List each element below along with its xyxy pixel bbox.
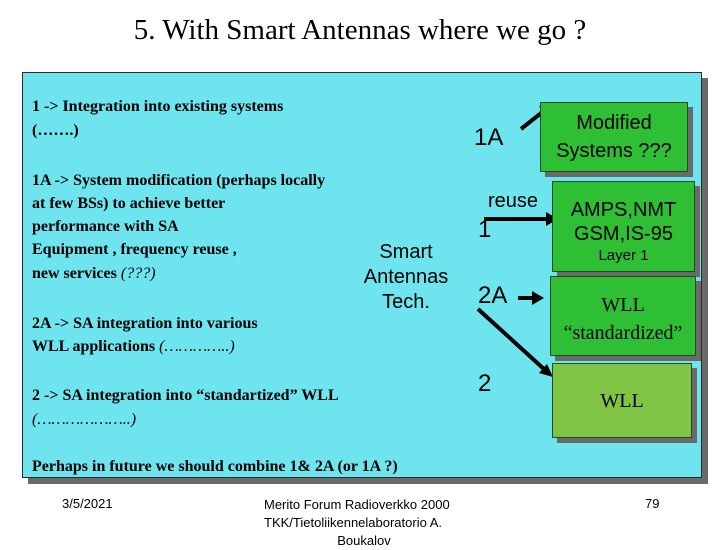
smart-line2: Antennas	[363, 266, 449, 288]
item1a-line3: performance with SA	[32, 218, 179, 235]
page-number: 79	[645, 496, 660, 511]
item2a-line2-text: WLL applications	[32, 338, 160, 355]
modified-line1: Modified	[576, 112, 652, 134]
wll-box: WLL	[552, 363, 692, 438]
smart-line3: Tech.	[382, 291, 430, 313]
item2a-line2-italic: (…………..)	[159, 338, 235, 355]
item2-line1: 2 -> SA integration into “standartized” …	[32, 387, 339, 404]
bottom-note: Perhaps in future we should combine 1& 2…	[32, 458, 398, 475]
modified-line2: Systems ???	[556, 140, 672, 162]
wll-std-line1: WLL	[601, 294, 645, 316]
footer-line3: Boukalov	[337, 533, 391, 548]
existing-line2: GSM,IS-95	[574, 223, 673, 245]
label-2a: 2A	[478, 282, 508, 309]
item1a-line5: new services (???)	[32, 262, 156, 286]
smart-antennas-label: Smart Antennas Tech.	[354, 240, 458, 315]
modified-systems-box: Modified Systems ???	[540, 102, 688, 172]
item1a-line1: 1A -> System modification (perhaps local…	[32, 172, 326, 189]
existing-line1: AMPS,NMT	[570, 199, 677, 221]
arrow-2a-head	[532, 291, 544, 305]
item1a-line5-text: new services	[32, 265, 121, 282]
footer-date: 3/5/2021	[62, 496, 113, 511]
arrow-2-head	[539, 364, 553, 377]
wll-label: WLL	[600, 390, 644, 412]
smart-line1: Smart	[379, 241, 433, 263]
item2a-line1: 2A -> SA integration into various	[32, 315, 258, 332]
item1-line2: (…….)	[32, 122, 79, 139]
existing-systems-box: AMPS,NMT GSM,IS-95 Layer 1	[552, 181, 695, 272]
label-reuse: reuse	[488, 190, 539, 212]
item1a-line4: Equipment , frequency reuse ,	[32, 241, 237, 258]
item2-line2: (………………..)	[32, 411, 137, 428]
item1a-line2: at few BSs) to achieve better	[32, 195, 226, 212]
item2a-line2: WLL applications (…………..)	[32, 335, 235, 359]
label-1: 1	[478, 216, 492, 243]
footer-center: Merito Forum Radioverkko 2000 TKK/Tietol…	[264, 496, 464, 550]
item1a-line5-italic: (???)	[120, 265, 156, 282]
label-1a: 1A	[474, 124, 504, 151]
label-2: 2	[478, 370, 492, 397]
footer-line2: TKK/Tietoliikennelaboratorio A.	[264, 515, 443, 530]
slide-title: 5. With Smart Antennas where we go ?	[133, 14, 587, 46]
wll-std-line2: “standardized”	[563, 322, 683, 344]
item1-line1: 1 -> Integration into existing systems	[32, 98, 284, 115]
arrow-2	[476, 307, 547, 372]
footer-line1: Merito Forum Radioverkko 2000	[264, 497, 450, 512]
existing-line3: Layer 1	[598, 247, 649, 264]
wll-standardized-box: WLL “standardized”	[550, 276, 696, 356]
